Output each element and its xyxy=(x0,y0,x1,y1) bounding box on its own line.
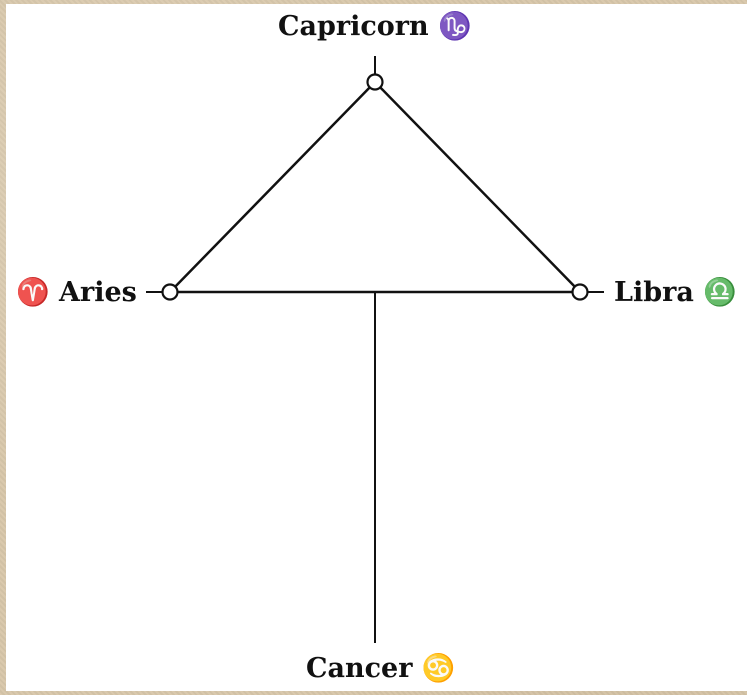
label-capricorn: Capricorn ♑ xyxy=(278,13,472,40)
label-libra-name: Libra xyxy=(614,277,694,308)
label-cancer-name: Cancer xyxy=(306,653,413,684)
edge-capricorn-libra xyxy=(374,81,581,293)
label-libra: Libra ♎ xyxy=(614,279,737,306)
edge-capricorn-aries xyxy=(169,81,376,293)
label-aries: ♈ Aries xyxy=(16,279,137,306)
libra-icon: ♎ xyxy=(703,277,737,308)
cancer-icon: ♋ xyxy=(421,653,456,684)
aries-icon: ♈ xyxy=(16,277,50,308)
label-cancer: Cancer ♋ xyxy=(306,655,456,682)
node-capricorn xyxy=(366,73,384,91)
diagram-paper xyxy=(6,4,747,691)
node-aries xyxy=(161,283,179,301)
capricorn-icon: ♑ xyxy=(438,11,472,42)
label-capricorn-name: Capricorn xyxy=(278,11,429,42)
node-libra xyxy=(571,283,589,301)
label-aries-name: Aries xyxy=(59,277,137,308)
